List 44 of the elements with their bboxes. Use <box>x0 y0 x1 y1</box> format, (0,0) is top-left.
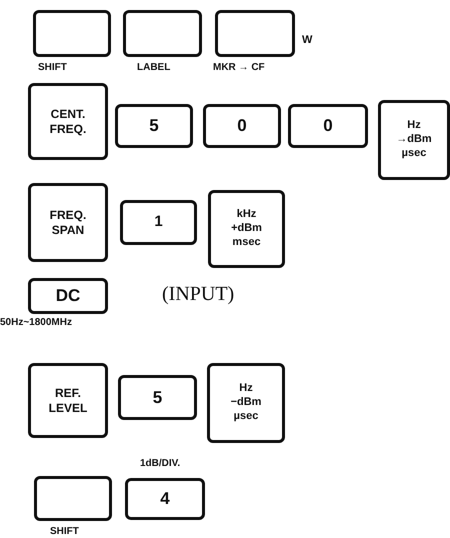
key-button <box>120 200 197 245</box>
key-legend: FREQ. SPAN <box>33 208 103 238</box>
key-legend: REF. LEVEL <box>43 386 93 416</box>
key-caption: W <box>302 34 312 46</box>
key-legend: µsec <box>234 410 258 424</box>
key-legend: Hz <box>239 382 253 396</box>
key-caption: SHIFT <box>50 526 79 537</box>
key-legend: 5 <box>152 386 162 408</box>
key-legend: Hz <box>407 119 421 134</box>
key-button <box>28 363 108 438</box>
key-button <box>28 183 108 262</box>
key-button <box>28 83 108 160</box>
key-legend: µsec <box>402 146 426 161</box>
key-legend: 1 <box>154 213 163 232</box>
key-button <box>125 478 205 520</box>
key-legend: →dBm <box>396 133 432 147</box>
key-button <box>378 100 450 180</box>
key-legend: −dBm <box>230 396 262 410</box>
key-legend: CENT. FREQ. <box>33 106 103 136</box>
key-legend: DC <box>56 285 80 307</box>
key-button <box>288 104 368 148</box>
key-button <box>115 104 193 148</box>
key-caption: 1dB/DIV. <box>140 458 180 469</box>
key-legend: 0 <box>323 115 333 137</box>
key-legend: 5 <box>149 115 159 137</box>
key-caption: LABEL <box>137 62 170 73</box>
key-caption: 50Hz~1800MHz <box>0 317 72 328</box>
blank-key-button <box>34 476 112 521</box>
key-button <box>28 278 108 314</box>
key-button <box>207 363 285 443</box>
blank-key-button <box>33 10 111 57</box>
note-text: (INPUT) <box>162 283 234 306</box>
key-legend: 0 <box>237 115 247 137</box>
key-legend: 4 <box>160 488 170 510</box>
key-caption: SHIFT <box>38 62 67 73</box>
key-button <box>203 104 281 148</box>
key-legend: kHz <box>236 208 256 222</box>
key-button <box>118 375 197 420</box>
blank-key-button <box>123 10 202 57</box>
key-legend: +dBm <box>231 222 262 236</box>
key-legend: msec <box>232 236 261 250</box>
key-button <box>208 190 285 268</box>
key-caption: MKR → CF <box>213 62 265 73</box>
blank-key-button <box>215 10 295 57</box>
